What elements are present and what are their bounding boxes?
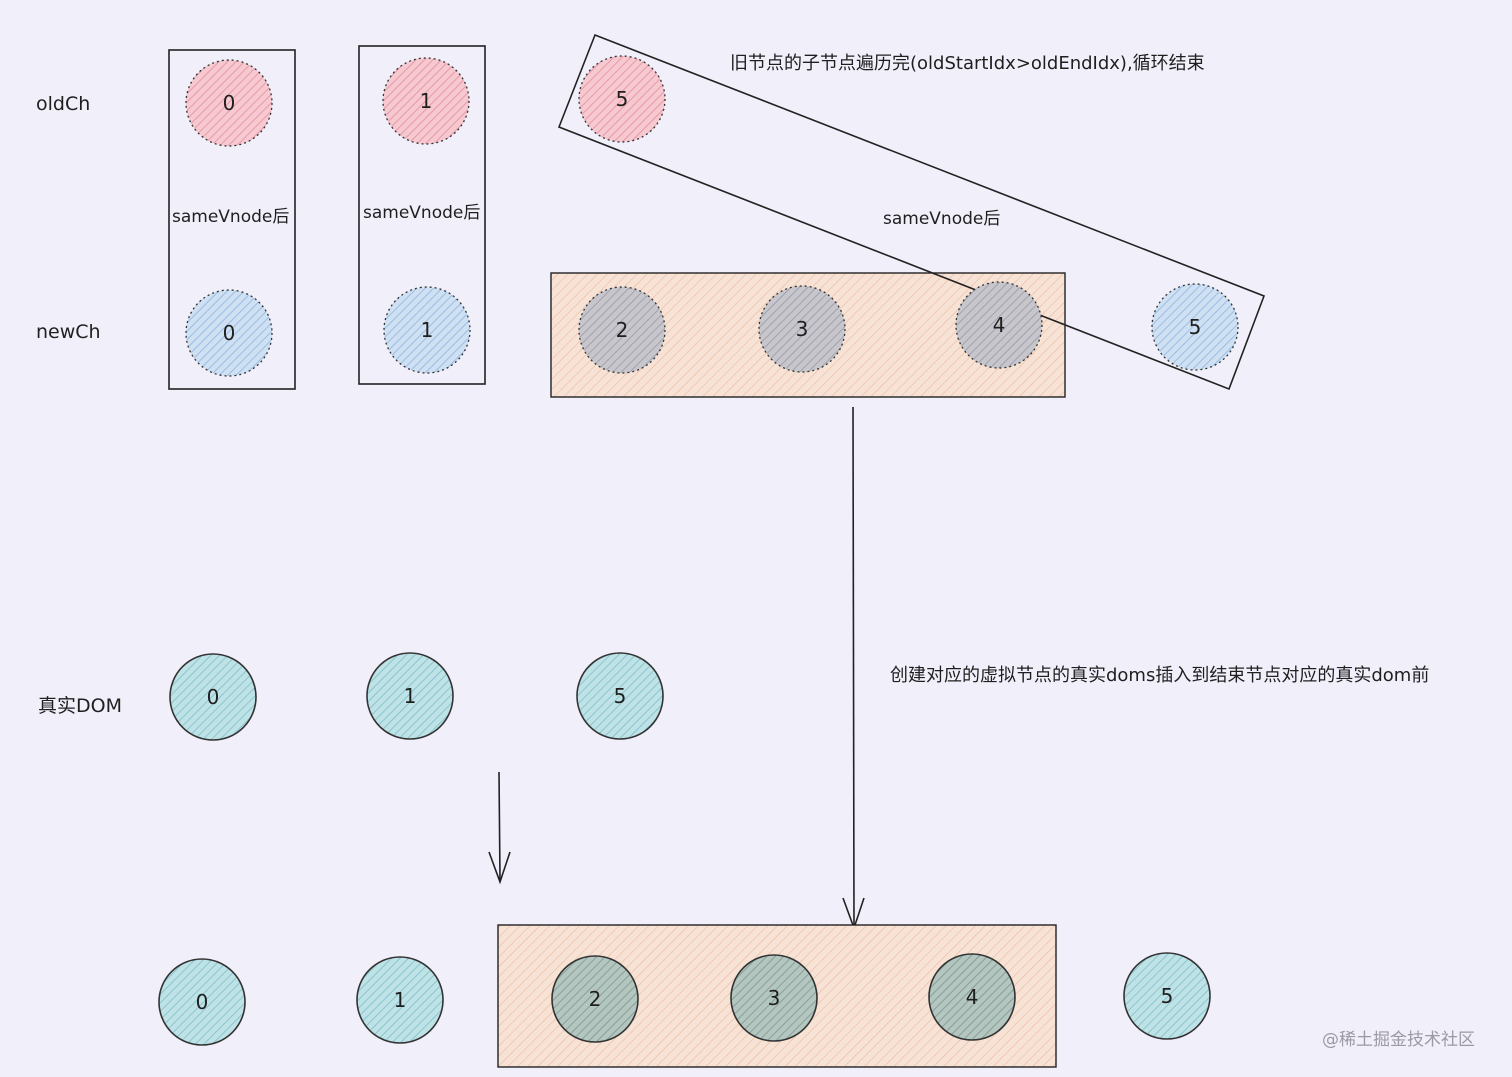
same-vnode-label-1: sameVnode后: [363, 203, 480, 223]
new-node-0: 0: [185, 289, 273, 377]
result-node-2: 2: [551, 955, 639, 1043]
old-node-0: 0: [185, 59, 273, 147]
new-node-3-label: 3: [796, 317, 809, 341]
result-node-5-label: 5: [1161, 984, 1174, 1008]
old-node-5-label: 5: [616, 87, 629, 111]
result-node-1-label: 1: [394, 988, 407, 1012]
compare-box-0: [168, 49, 296, 390]
new-node-4-label: 4: [993, 313, 1006, 337]
dom-row-label: 真实DOM: [38, 695, 122, 717]
new-node-2-label: 2: [616, 318, 629, 342]
dom-node-5: 5: [576, 652, 664, 740]
result-node-5: 5: [1123, 952, 1211, 1040]
same-vnode-label-diagonal: sameVnode后: [883, 209, 1000, 229]
insert-arrow: [842, 406, 865, 931]
result-arrow: [488, 771, 511, 885]
dom-node-0-label: 0: [207, 685, 220, 709]
result-node-4: 4: [928, 953, 1016, 1041]
result-node-3: 3: [730, 954, 818, 1042]
dom-node-0: 0: [169, 653, 257, 741]
new-node-1: 1: [383, 286, 471, 374]
old-node-1-label: 1: [420, 89, 433, 113]
result-node-0: 0: [158, 958, 246, 1046]
new-node-1-label: 1: [421, 318, 434, 342]
new-node-0-label: 0: [223, 321, 236, 345]
new-node-5-label: 5: [1189, 315, 1202, 339]
new-node-5: 5: [1151, 283, 1239, 371]
compare-box-1: [358, 45, 486, 385]
new-node-2: 2: [578, 286, 666, 374]
new-node-4: 4: [955, 281, 1043, 369]
compare-box-diagonal: [557, 33, 1266, 391]
dom-node-1-label: 1: [404, 684, 417, 708]
old-node-0-label: 0: [223, 91, 236, 115]
result-node-4-label: 4: [966, 985, 979, 1009]
same-vnode-label-0: sameVnode后: [172, 207, 289, 227]
result-node-2-label: 2: [589, 987, 602, 1011]
create-insert-annotation: 创建对应的虚拟节点的真实doms插入到结束节点对应的真实dom前: [890, 665, 1429, 686]
old-node-5: 5: [578, 55, 666, 143]
new-row-label: newCh: [36, 321, 101, 343]
old-done-annotation: 旧节点的子节点遍历完(oldStartIdx>oldEndIdx),循环结束: [730, 53, 1205, 74]
new-node-3: 3: [758, 285, 846, 373]
watermark: @稀土掘金技术社区: [1322, 1030, 1475, 1050]
old-node-1: 1: [382, 57, 470, 145]
dom-node-5-label: 5: [614, 684, 627, 708]
dom-node-1: 1: [366, 652, 454, 740]
result-node-1: 1: [356, 956, 444, 1044]
result-node-0-label: 0: [196, 990, 209, 1014]
result-node-3-label: 3: [768, 986, 781, 1010]
old-row-label: oldCh: [36, 93, 90, 115]
